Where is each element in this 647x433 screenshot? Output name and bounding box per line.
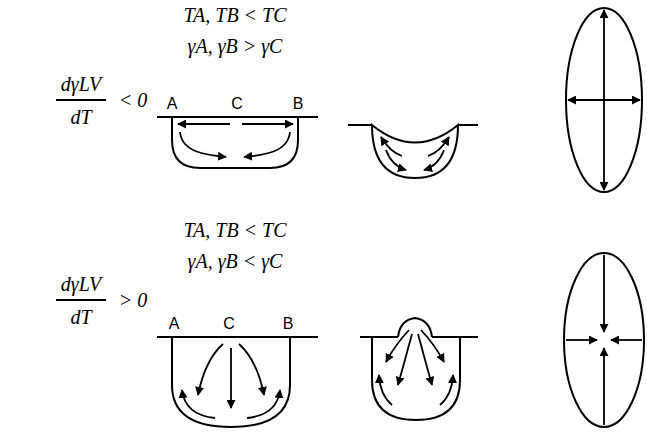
point-label: A	[167, 95, 178, 113]
sign-condition: > 0	[119, 289, 148, 311]
fraction-bar	[56, 299, 106, 301]
tension-condition: γA, γB < γC	[188, 250, 283, 272]
point-label: C	[223, 315, 235, 333]
flow-arrow	[239, 344, 264, 395]
tension-condition: γA, γB > γC	[188, 35, 283, 57]
flow-arrow	[440, 375, 453, 405]
flow-arrow	[603, 10, 605, 100]
flow-arrow	[418, 334, 432, 385]
temperature-condition: TA, TB < TC	[183, 219, 286, 241]
pool-top-view	[566, 8, 642, 192]
flow-arrow	[568, 99, 604, 101]
point-label: B	[283, 315, 294, 333]
pool-top-view	[564, 253, 644, 427]
point-label: B	[293, 95, 304, 113]
fraction-denominator: dT	[70, 306, 91, 328]
flow-arrow	[182, 390, 215, 418]
flow-arrow	[379, 375, 392, 405]
flow-arrow	[603, 100, 605, 190]
flow-arrow	[180, 132, 226, 157]
flow-arrow	[244, 132, 290, 157]
weld-pool	[372, 337, 460, 420]
fraction-numerator: dγLV	[61, 73, 101, 95]
surface-line	[157, 116, 318, 118]
fraction-numerator: dγLV	[61, 273, 101, 295]
flow-arrow	[398, 334, 412, 385]
fraction-bar	[56, 99, 106, 101]
flow-arrow	[566, 339, 597, 341]
flow-arrow	[247, 390, 280, 418]
flow-arrow	[198, 344, 223, 395]
temperature-condition: TA, TB < TC	[183, 4, 286, 26]
flow-arrow	[603, 255, 605, 332]
fraction-denominator: dT	[70, 106, 91, 128]
surface-line	[157, 336, 318, 338]
flow-arrow	[611, 339, 642, 341]
surface-bump	[398, 318, 432, 337]
flow-arrow	[386, 150, 406, 170]
flow-arrow	[428, 137, 449, 156]
flow-arrow	[230, 348, 232, 408]
point-label: C	[231, 95, 243, 113]
flow-arrow	[604, 99, 640, 101]
flow-arrow	[424, 150, 444, 170]
sign-condition: < 0	[119, 89, 148, 111]
flow-arrow	[381, 137, 402, 156]
flow-arrow	[603, 348, 605, 425]
flow-arrow	[178, 123, 230, 125]
flow-arrow	[242, 123, 293, 125]
weld-pool	[172, 337, 290, 427]
point-label: A	[169, 315, 180, 333]
weld-pool	[372, 125, 458, 178]
weld-pool	[172, 117, 298, 168]
